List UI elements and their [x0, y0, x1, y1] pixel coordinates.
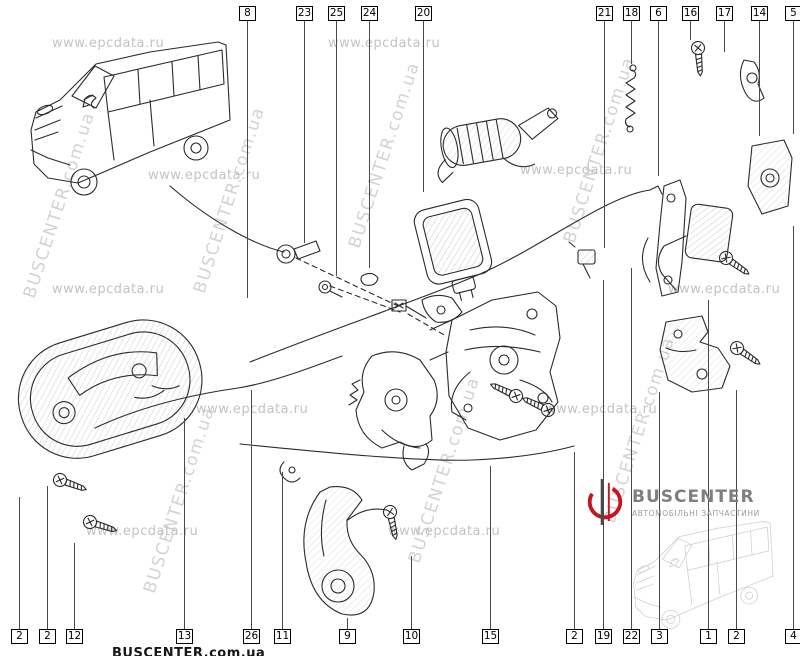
callout-leader-line [47, 486, 48, 629]
watermark-site: www.epcdata.ru [148, 168, 261, 183]
callout-23[interactable]: 23 [296, 6, 313, 21]
callout-2[interactable]: 2 [39, 629, 56, 644]
callout-17[interactable]: 17 [716, 6, 733, 21]
watermark-site: www.epcdata.ru [520, 163, 633, 178]
callout-26[interactable]: 26 [243, 629, 260, 644]
callout-14[interactable]: 14 [751, 6, 768, 21]
watermark-site: www.epcdata.ru [52, 282, 165, 297]
callout-24[interactable]: 24 [361, 6, 378, 21]
watermark-site: www.epcdata.ru [668, 282, 781, 297]
van-illustration [30, 41, 231, 196]
callout-6[interactable]: 6 [650, 6, 667, 21]
rod-clip-drawing [279, 461, 301, 483]
lock-mechanism-drawing [348, 291, 561, 471]
callout-leader-line [631, 21, 632, 64]
callout-22[interactable]: 22 [623, 629, 640, 644]
watermark-site: www.epcdata.ru [328, 36, 441, 51]
callout-leader-line [793, 226, 794, 629]
callout-18[interactable]: 18 [623, 6, 640, 21]
callout-leader-line [347, 618, 348, 629]
callout-leader-line [759, 21, 760, 136]
hinge-bracket-upper-drawing [641, 179, 734, 297]
callout-5[interactable]: 5 [785, 6, 800, 21]
callout-leader-line [184, 418, 185, 629]
callout-1[interactable]: 1 [700, 629, 717, 644]
watermark-cropped: BUSCENTER.com.ua [112, 646, 266, 656]
watermark-site: www.epcdata.ru [545, 402, 658, 417]
callout-16[interactable]: 16 [682, 6, 699, 21]
switch-part-drawing [568, 241, 596, 279]
callout-leader-line [336, 21, 337, 276]
callout-3[interactable]: 3 [651, 629, 668, 644]
callout-leader-line [659, 392, 660, 629]
callout-leader-line [251, 390, 252, 629]
callout-8[interactable]: 8 [239, 6, 256, 21]
callout-leader-line [304, 21, 305, 243]
callout-leader-line [793, 21, 794, 134]
logo-tagline-text: АВТОМОБІЛЬНІ ЗАПЧАСТИНИ [632, 508, 760, 518]
callout-leader-line [724, 21, 725, 52]
buscenter-logo-icon [587, 479, 623, 525]
callout-leader-line [74, 543, 75, 629]
callout-20[interactable]: 20 [415, 6, 432, 21]
hinge-bracket-lower-drawing [659, 315, 731, 393]
callout-leader-line [708, 300, 709, 629]
inner-handle-drawing [303, 485, 387, 616]
callout-leader-line [19, 497, 20, 629]
callout-2[interactable]: 2 [11, 629, 28, 644]
lock-cylinder-parts-drawing [276, 240, 427, 319]
watermark-site: www.epcdata.ru [52, 36, 165, 51]
buscenter-logo: BUSCENTER АВТОМОБІЛЬНІ ЗАПЧАСТИНИ [584, 476, 760, 528]
callout-12[interactable]: 12 [66, 629, 83, 644]
callout-11[interactable]: 11 [274, 629, 291, 644]
callout-21[interactable]: 21 [596, 6, 613, 21]
callout-leader-line [631, 268, 632, 629]
lock-barrel-drawing [437, 107, 559, 184]
callout-leader-line [604, 21, 605, 248]
callout-10[interactable]: 10 [403, 629, 420, 644]
callout-leader-line [411, 556, 412, 629]
watermark-site: www.epcdata.ru [388, 524, 501, 539]
callout-leader-line [490, 466, 491, 629]
callout-leader-line [603, 280, 604, 629]
callout-2[interactable]: 2 [566, 629, 583, 644]
callout-leader-line [658, 21, 659, 176]
callout-leader-line [423, 21, 424, 192]
lock-actuator-drawing [413, 198, 493, 302]
callout-13[interactable]: 13 [176, 629, 193, 644]
striker-plate-drawing [747, 139, 793, 215]
spring-drawing [624, 64, 637, 133]
callout-leader-line [369, 21, 370, 268]
logo-brand-text: BUSCENTER [632, 486, 755, 507]
callout-leader-line [690, 21, 691, 40]
callout-25[interactable]: 25 [328, 6, 345, 21]
callout-2[interactable]: 2 [728, 629, 745, 644]
callout-9[interactable]: 9 [339, 629, 356, 644]
callout-leader-line [574, 452, 575, 629]
van-illustration-faint [633, 521, 774, 629]
linkage-rods-drawing [94, 185, 663, 461]
callout-leader-line [247, 21, 248, 298]
callout-leader-line [282, 472, 283, 629]
outer-handle-drawing [17, 319, 203, 459]
clip-part-drawing [739, 59, 765, 102]
callout-4[interactable]: 4 [785, 629, 800, 644]
callout-19[interactable]: 19 [595, 629, 612, 644]
callout-leader-line [736, 390, 737, 629]
callout-15[interactable]: 15 [482, 629, 499, 644]
